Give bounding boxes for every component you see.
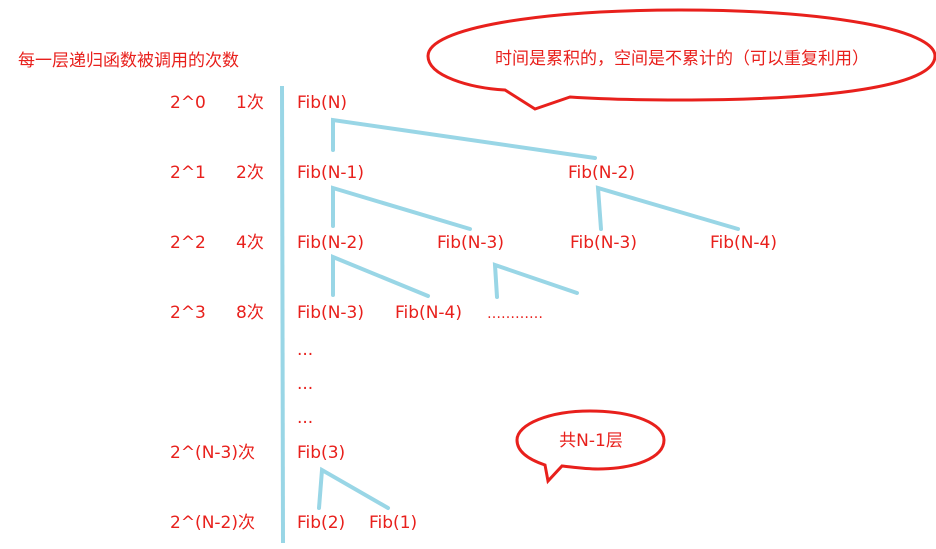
edge-fibn — [331, 117, 597, 160]
callout-bottom: 共N-1层 — [515, 409, 666, 485]
level-labels: 2^0 1次 2^1 2次 2^2 4次 2^3 8次 2^(N-3)次 2^(… — [170, 93, 264, 533]
node-l2-a: Fib(N-2) — [297, 233, 364, 253]
node-fib-n: Fib(N) — [297, 93, 347, 113]
edge-fibn2-top — [595, 185, 740, 231]
level-count-3: 8次 — [236, 303, 264, 323]
node-l2-b: Fib(N-3) — [437, 233, 504, 253]
callout-bottom-shape — [515, 409, 666, 485]
node-fib-n1: Fib(N-1) — [297, 163, 364, 183]
node-fib-n2-top: Fib(N-2) — [568, 163, 635, 183]
vertical-dots-3: ... — [297, 408, 313, 428]
vertical-dots-1: ... — [297, 340, 313, 360]
edge-l2b — [492, 262, 579, 299]
diagram-title: 每一层递归函数被调用的次数 — [18, 51, 239, 71]
level-power-1: 2^1 — [170, 163, 206, 183]
edge-fib3 — [317, 466, 390, 510]
tree-nodes: Fib(N) Fib(N-1) Fib(N-2) Fib(N-2) Fib(N-… — [297, 93, 777, 533]
level-count-2: 4次 — [236, 233, 264, 253]
level-power-2: 2^2 — [170, 233, 206, 253]
level-power-0: 2^0 — [170, 93, 206, 113]
tree-connectors — [317, 117, 740, 510]
node-l3-dots: ………… — [487, 306, 543, 322]
callout-top-shape — [426, 8, 936, 111]
callout-bottom-text: 共N-1层 — [559, 431, 623, 451]
node-l3-a: Fib(N-3) — [297, 303, 364, 323]
level-power-n2: 2^(N-2)次 — [170, 513, 255, 533]
level-power-n3: 2^(N-3)次 — [170, 443, 255, 463]
level-power-3: 2^3 — [170, 303, 206, 323]
vertical-dots-2: ... — [297, 374, 313, 394]
edge-l2a — [331, 254, 430, 298]
node-fib3: Fib(3) — [297, 443, 345, 463]
callout-top-text: 时间是累积的，空间是不累计的（可以重复利用） — [495, 49, 869, 69]
node-l3-b: Fib(N-4) — [395, 303, 462, 323]
callout-top: 时间是累积的，空间是不累计的（可以重复利用） — [426, 8, 936, 111]
node-fib1: Fib(1) — [369, 513, 417, 533]
node-fib2: Fib(2) — [297, 513, 345, 533]
node-l2-c: Fib(N-3) — [570, 233, 637, 253]
level-divider-line — [280, 85, 285, 544]
level-count-0: 1次 — [236, 93, 264, 113]
node-l2-d: Fib(N-4) — [710, 233, 777, 253]
edge-fibn1 — [331, 185, 472, 231]
level-count-1: 2次 — [236, 163, 264, 183]
